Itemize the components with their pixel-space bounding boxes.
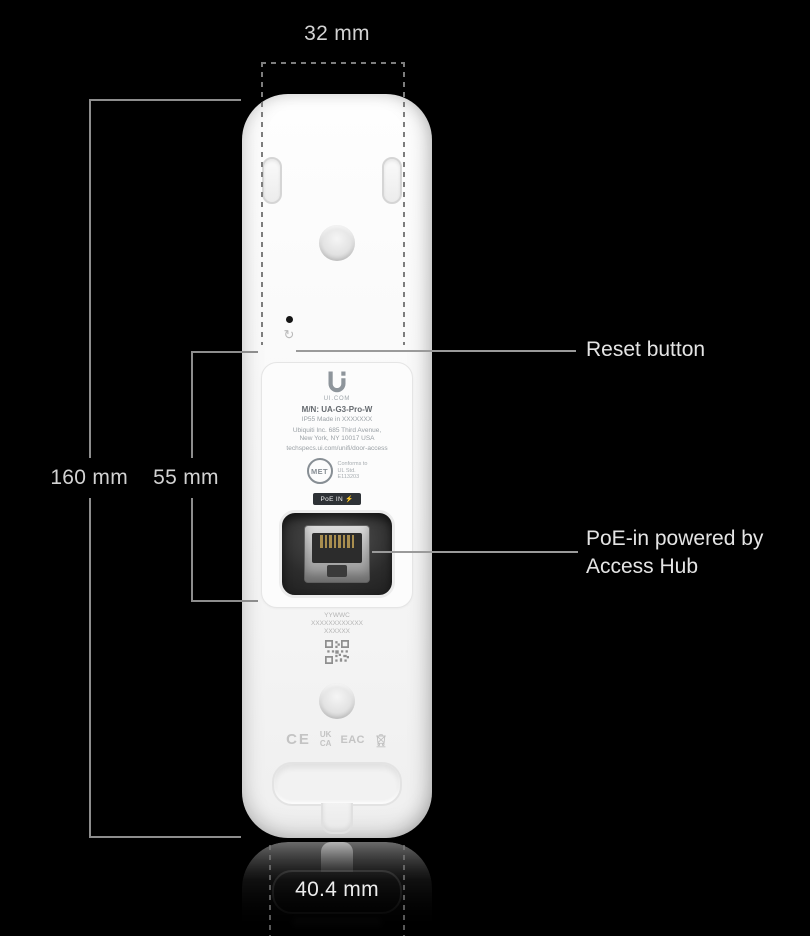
ce-mark: CE: [286, 731, 311, 748]
rj45-latch-slot: [327, 565, 347, 577]
label-rating-line: IP55 Made in XXXXXXX: [301, 416, 373, 423]
callout-reset-line: [296, 350, 576, 352]
reflection-regulatory-smudge: [292, 918, 382, 930]
reset-symbol-icon: ↻: [283, 327, 295, 342]
callout-reset-label: Reset button: [586, 338, 706, 361]
dimension-label-height-line-bottom: [191, 498, 193, 602]
cable-recess: [272, 762, 402, 806]
label-address-line2: New York, NY 10017 USA: [299, 435, 375, 442]
dimension-top-left-guide: [261, 62, 263, 345]
dimension-label-height-line-top: [191, 352, 193, 458]
dimension-full-height-line-bottom: [89, 498, 91, 838]
ubiquiti-logo-icon: [328, 371, 346, 393]
dimension-top-bracket-line: [261, 62, 405, 64]
serial-line2: XXXXXXXXXXXX: [310, 620, 364, 627]
screw-hole-bottom: [319, 683, 355, 719]
met-side-line3: E113203: [337, 474, 360, 481]
dimension-label-height-tick-bottom: [191, 600, 258, 602]
dimension-bottom-left-guide: [269, 845, 271, 936]
dimension-top-right-guide: [403, 62, 405, 345]
rj45-opening: [312, 533, 362, 563]
label-address-line1: Ubiquiti Inc. 685 Third Avenue,: [292, 426, 382, 434]
serial-line1: YYWWC: [324, 612, 350, 619]
dimension-label-height-label: 55 mm: [153, 466, 219, 489]
eac-mark: ЕАС: [340, 733, 365, 746]
regulatory-marks-row: CE UK CA ЕАС: [242, 730, 432, 748]
ukca-line2: CA: [319, 738, 332, 748]
met-certification-row: MET Conforms to UL Std. E113203: [306, 458, 368, 484]
mounting-slot-right: [382, 157, 402, 204]
dimension-label-height-tick-top: [191, 351, 258, 353]
mounting-slot-left: [262, 157, 282, 204]
screw-hole-top: [319, 225, 355, 261]
reset-button: [286, 316, 293, 323]
poe-port-recess: [279, 510, 395, 598]
label-website: techspecs.ui.com/unifi/door-access: [286, 444, 388, 452]
dimension-top-width-label: 32 mm: [304, 22, 370, 45]
device-label-panel: UI.COM M/N: UA-G3-Pro-W IP55 Made in XXX…: [261, 362, 413, 608]
dimension-full-height-line-top: [89, 100, 91, 458]
ukca-line1: UK: [319, 730, 332, 739]
brand-url: UI.COM: [323, 396, 351, 402]
qr-code-icon: [325, 640, 349, 664]
callout-poe-line: [372, 551, 578, 553]
dimension-full-height-label: 160 mm: [50, 466, 128, 489]
reflection-cable-recess: [272, 870, 402, 914]
callout-poe-label-line2: Access Hub: [586, 555, 699, 578]
dimension-bottom-width-label: 40.4 mm: [295, 878, 379, 901]
dimension-full-height-tick-top: [89, 99, 241, 101]
ethernet-rj45-port: [304, 525, 370, 583]
met-side-text: Conforms to UL Std. E113203: [338, 461, 368, 481]
device-reflection: [242, 842, 432, 936]
met-side-line1: Conforms to: [337, 460, 368, 467]
cable-exit-tab: [321, 803, 353, 834]
dimension-full-height-tick-bottom: [89, 836, 241, 838]
serial-line3: XXXXXX: [323, 628, 350, 635]
callout-poe-label-line1: PoE-in powered by: [586, 527, 764, 550]
serial-number-block: YYWWC XXXXXXXXXXXX XXXXXX: [287, 612, 387, 636]
reflection-cable-tab: [321, 842, 353, 872]
rj45-pins: [320, 535, 354, 563]
ukca-mark: UK CA: [319, 730, 332, 748]
weee-bin-icon: [376, 734, 386, 748]
met-side-line2: UL Std.: [337, 467, 356, 474]
device-body: ↻ UI.COM M/N: UA-G3-Pro-W IP55 Made in X…: [242, 94, 432, 838]
poe-in-badge: PoE IN ⚡: [312, 493, 362, 505]
dimension-bottom-right-guide: [403, 845, 405, 936]
model-number: M/N: UA-G3-Pro-W: [301, 405, 373, 414]
met-certification-icon: MET: [306, 458, 333, 484]
